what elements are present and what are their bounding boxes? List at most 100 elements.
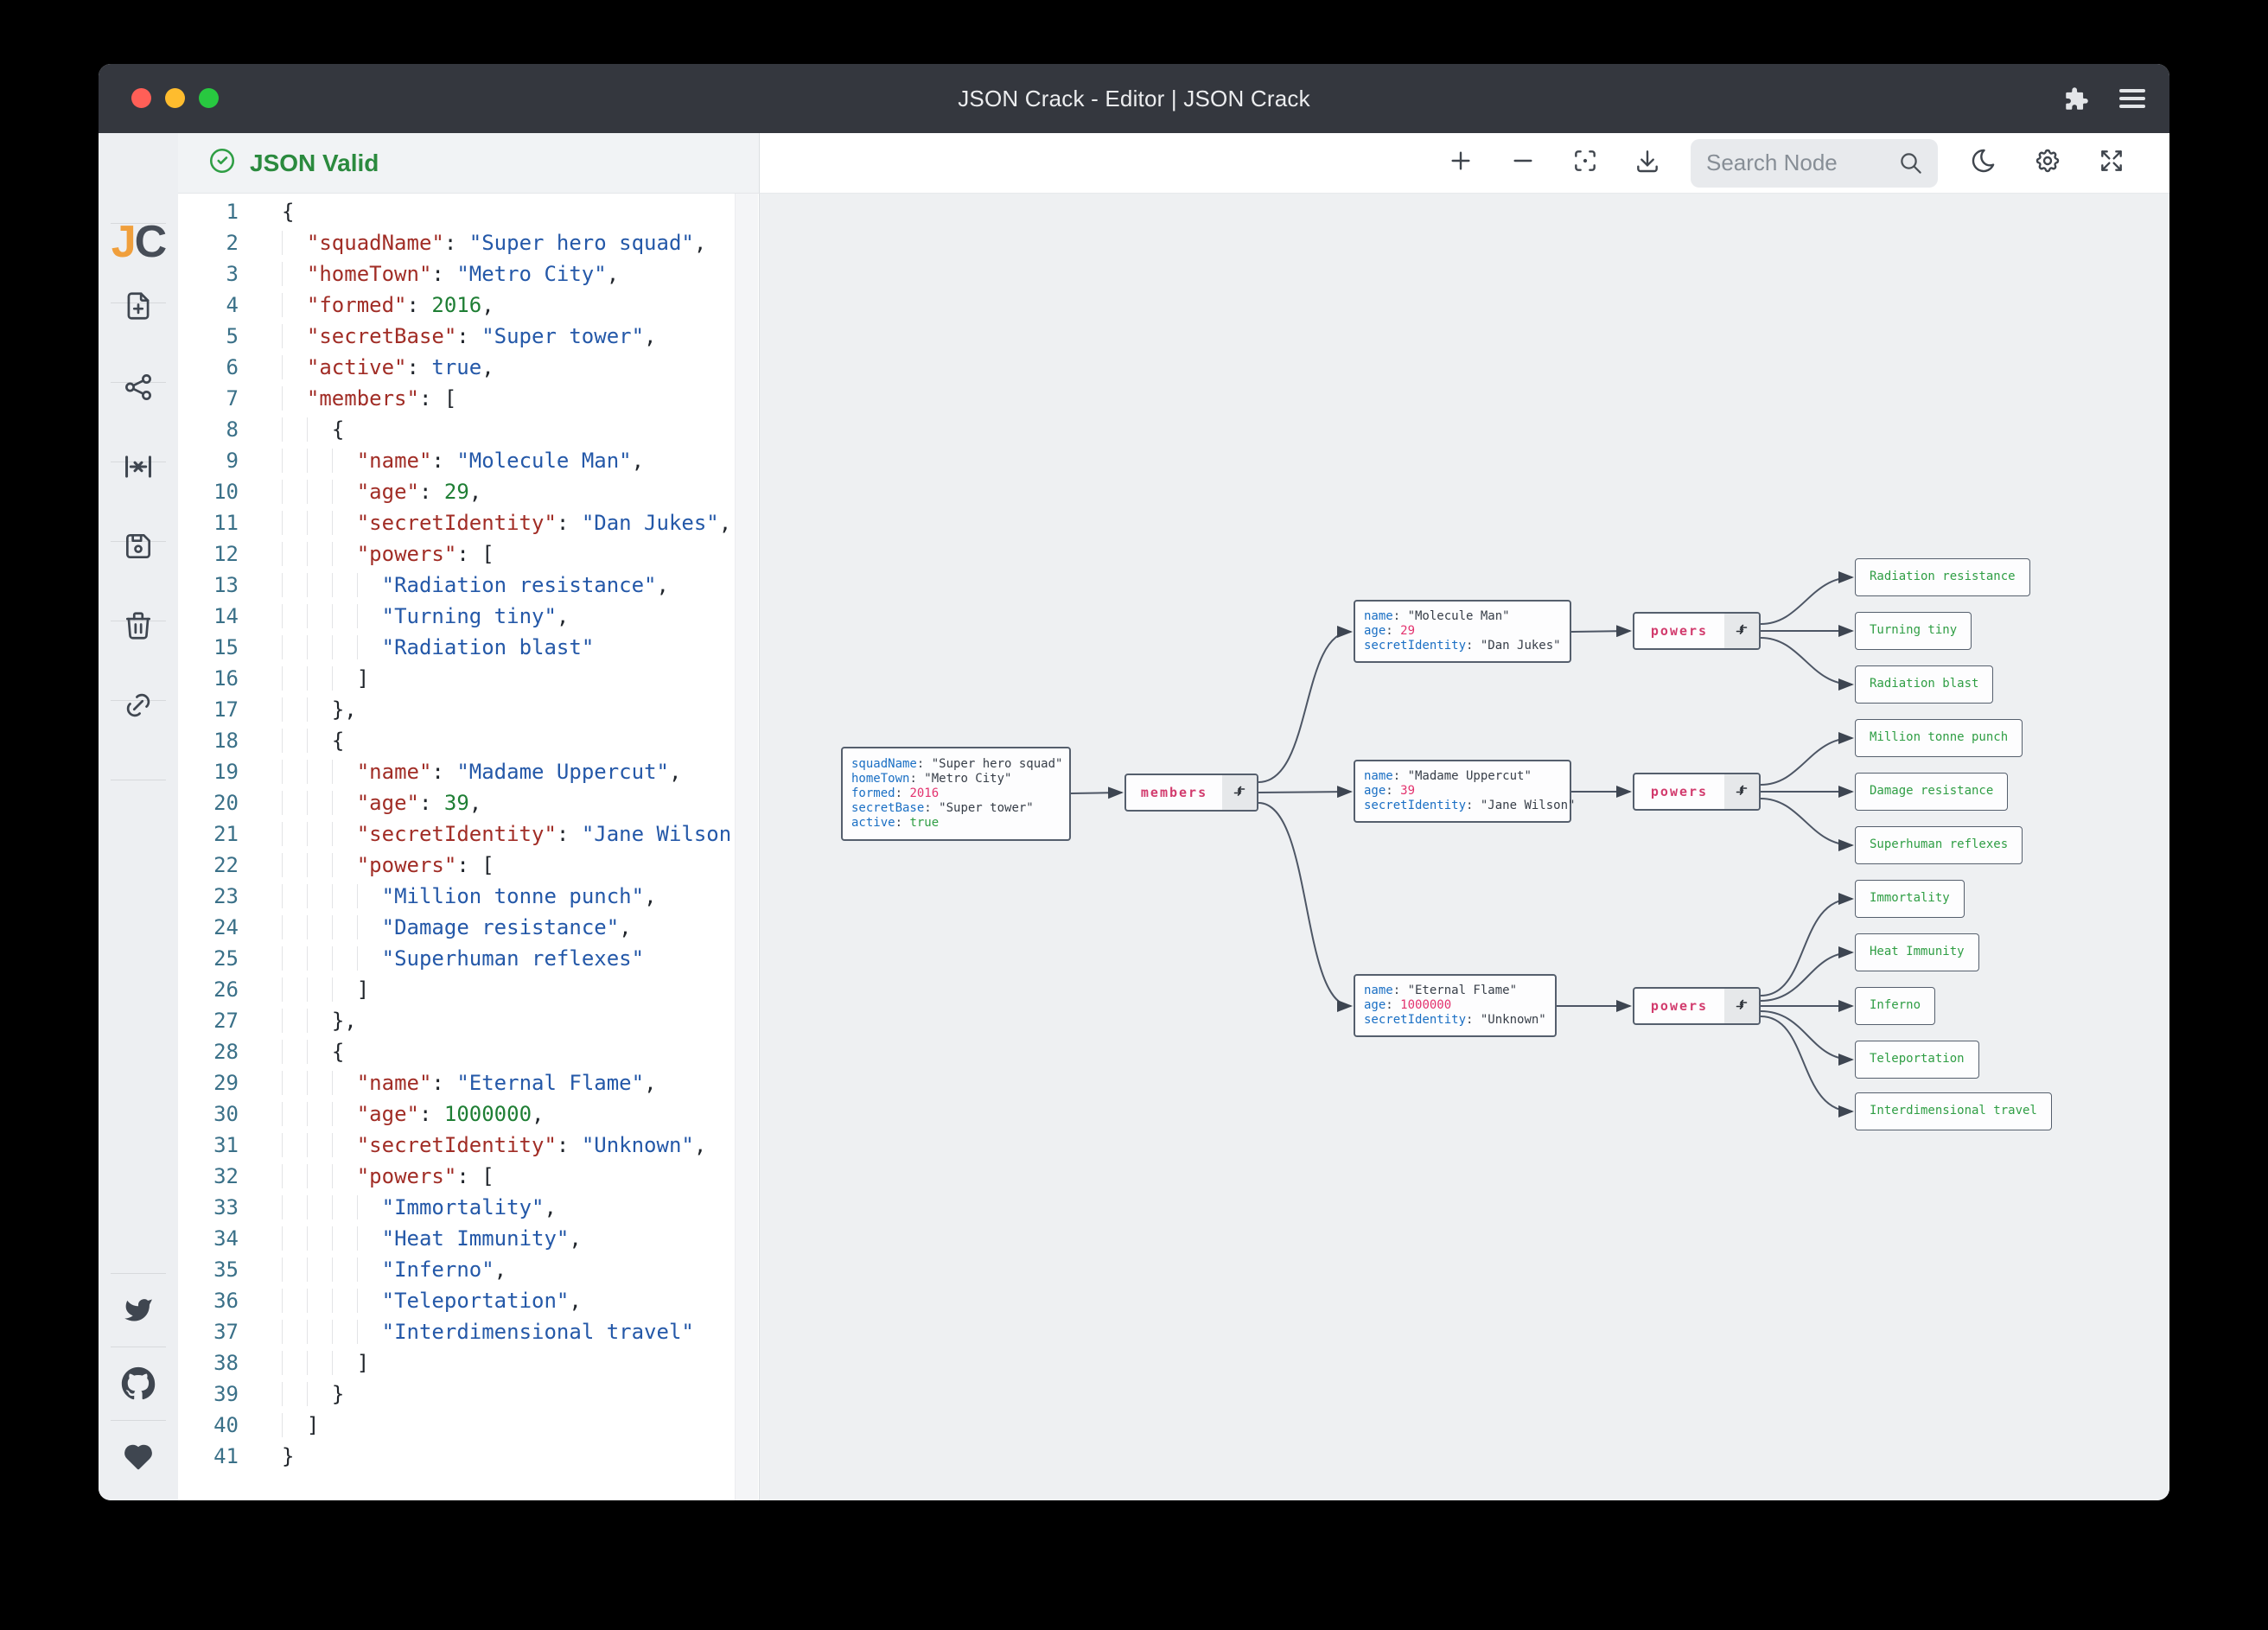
close-window-button[interactable] xyxy=(131,88,151,108)
code-line[interactable]: { xyxy=(239,1040,344,1064)
sidebar-item-sponsor[interactable] xyxy=(99,1431,178,1483)
code-line[interactable]: ] xyxy=(239,1351,369,1375)
code-line[interactable]: "Teleportation", xyxy=(239,1289,582,1313)
graph-canvas[interactable]: squadName: "Super hero squad" homeTown: … xyxy=(759,194,2169,1500)
code-line[interactable]: { xyxy=(239,417,344,442)
code-line[interactable]: "formed": 2016, xyxy=(239,293,494,317)
code-line[interactable]: "name": "Eternal Flame", xyxy=(239,1071,657,1095)
code-line[interactable]: } xyxy=(239,1382,344,1406)
code-line[interactable]: "secretBase": "Super tower", xyxy=(239,324,657,348)
minimize-window-button[interactable] xyxy=(165,88,185,108)
code-line[interactable]: { xyxy=(282,200,295,224)
sidebar-item-share-link[interactable] xyxy=(99,679,178,731)
puzzle-icon[interactable] xyxy=(2062,84,2092,113)
code-line[interactable]: }, xyxy=(239,697,357,722)
line-number: 7 xyxy=(226,386,239,411)
sidebar-item-twitter[interactable] xyxy=(99,1284,178,1336)
code-line[interactable]: "Radiation blast" xyxy=(239,635,595,659)
graph-leaf-node[interactable]: Million tonne punch xyxy=(1855,719,2023,757)
editor-scrollbar[interactable] xyxy=(735,194,758,1500)
code-line[interactable]: "active": true, xyxy=(239,355,494,379)
graph-node-members[interactable]: members xyxy=(1124,774,1258,812)
graph-leaf-node[interactable]: Radiation blast xyxy=(1855,665,1994,704)
line-number: 6 xyxy=(226,355,239,379)
code-line[interactable]: } xyxy=(282,1444,295,1468)
code-line[interactable]: }, xyxy=(239,1009,357,1033)
fullscreen-button[interactable] xyxy=(2080,133,2144,194)
code-line[interactable]: "age": 39, xyxy=(239,791,482,815)
zoom-window-button[interactable] xyxy=(199,88,219,108)
collapse-members-button[interactable] xyxy=(1222,775,1257,810)
code-line[interactable]: ] xyxy=(239,1413,319,1437)
code-line[interactable]: "secretIdentity": "Unknown", xyxy=(239,1133,707,1157)
zoom-out-button[interactable] xyxy=(1492,133,1554,194)
app-logo[interactable]: JC xyxy=(111,217,167,267)
sidebar-item-fold-width[interactable] xyxy=(99,441,178,493)
code-line[interactable]: "Million tonne punch", xyxy=(239,884,657,908)
code-line[interactable]: "homeTown": "Metro City", xyxy=(239,262,619,286)
collapse-powers-3-button[interactable] xyxy=(1724,989,1759,1023)
code-line[interactable]: "Turning tiny", xyxy=(239,604,570,628)
line-number: 17 xyxy=(213,697,239,722)
code-line[interactable]: "name": "Madame Uppercut", xyxy=(239,760,682,784)
code-line[interactable]: "Immortality", xyxy=(239,1195,557,1219)
graph-node-member-3[interactable]: name: "Eternal Flame" age: 1000000 secre… xyxy=(1354,974,1557,1037)
code-line[interactable]: "Damage resistance", xyxy=(239,915,632,939)
center-view-button[interactable] xyxy=(1554,133,1616,194)
code-line[interactable]: "Interdimensional travel" xyxy=(239,1320,694,1344)
code-line[interactable]: "powers": [ xyxy=(239,542,494,566)
search-node-box xyxy=(1691,138,1938,188)
sidebar-item-github[interactable] xyxy=(99,1358,178,1410)
graph-node-root[interactable]: squadName: "Super hero squad" homeTown: … xyxy=(841,747,1071,841)
code-line[interactable]: ] xyxy=(239,666,369,691)
code-line[interactable]: ] xyxy=(239,977,369,1002)
graph-node-powers-2[interactable]: powers xyxy=(1633,773,1761,811)
graph-node-member-1[interactable]: name: "Molecule Man" age: 29 secretIdent… xyxy=(1354,600,1571,663)
code-line[interactable]: "secretIdentity": "Jane Wilson", xyxy=(239,822,756,846)
graph-edges xyxy=(1070,571,1854,1117)
code-line[interactable]: "members": [ xyxy=(239,386,456,411)
graph-leaf-node[interactable]: Radiation resistance xyxy=(1855,558,2030,596)
code-line[interactable]: "powers": [ xyxy=(239,853,494,877)
code-line[interactable]: "secretIdentity": "Dan Jukes", xyxy=(239,511,732,535)
code-line[interactable]: "squadName": "Super hero squad", xyxy=(239,231,706,255)
zoom-in-button[interactable] xyxy=(1430,133,1492,194)
settings-button[interactable] xyxy=(2016,133,2080,194)
graph-node-member-2[interactable]: name: "Madame Uppercut" age: 39 secretId… xyxy=(1354,760,1575,823)
search-node-input[interactable] xyxy=(1691,138,1938,188)
code-line[interactable]: "age": 29, xyxy=(239,480,482,504)
graph-leaf-node[interactable]: Turning tiny xyxy=(1855,612,1972,650)
code-line[interactable]: "powers": [ xyxy=(239,1164,494,1188)
code-line[interactable]: "name": "Molecule Man", xyxy=(239,449,644,473)
line-number: 25 xyxy=(213,946,239,971)
graph-leaf-node[interactable]: Heat Immunity xyxy=(1855,933,1979,971)
code-line[interactable]: { xyxy=(239,729,344,753)
graph-leaf-node[interactable]: Superhuman reflexes xyxy=(1855,826,2023,864)
menu-icon[interactable] xyxy=(2118,86,2147,111)
collapse-powers-2-button[interactable] xyxy=(1724,774,1759,809)
code-line[interactable]: "Superhuman reflexes" xyxy=(239,946,644,971)
graph-leaf-node[interactable]: Inferno xyxy=(1855,987,1936,1025)
line-number: 13 xyxy=(213,573,239,597)
hierarchy-icon xyxy=(122,371,155,404)
code-line[interactable]: "age": 1000000, xyxy=(239,1102,545,1126)
download-image-button[interactable] xyxy=(1616,133,1679,194)
graph-leaf-node[interactable]: Damage resistance xyxy=(1855,773,2009,811)
line-number: 21 xyxy=(213,822,239,846)
code-editor[interactable]: 1{2 "squadName": "Super hero squad",3 "h… xyxy=(178,196,759,1472)
dark-mode-toggle[interactable] xyxy=(1952,133,2016,194)
sidebar-item-new-file[interactable] xyxy=(99,280,178,332)
graph-node-powers-1[interactable]: powers xyxy=(1633,612,1761,650)
graph-node-powers-3[interactable]: powers xyxy=(1633,987,1761,1025)
code-line[interactable]: "Inferno", xyxy=(239,1258,507,1282)
collapse-powers-1-button[interactable] xyxy=(1724,614,1759,648)
code-line[interactable]: "Heat Immunity", xyxy=(239,1226,582,1251)
line-number: 41 xyxy=(213,1444,239,1468)
sidebar-item-graph-view[interactable] xyxy=(99,361,178,413)
code-line[interactable]: "Radiation resistance", xyxy=(239,573,669,597)
sidebar-item-delete[interactable] xyxy=(99,600,178,652)
sidebar-item-save[interactable] xyxy=(99,520,178,572)
graph-leaf-node[interactable]: Interdimensional travel xyxy=(1855,1092,2052,1130)
graph-leaf-node[interactable]: Teleportation xyxy=(1855,1041,1979,1079)
graph-leaf-node[interactable]: Immortality xyxy=(1855,880,1965,918)
